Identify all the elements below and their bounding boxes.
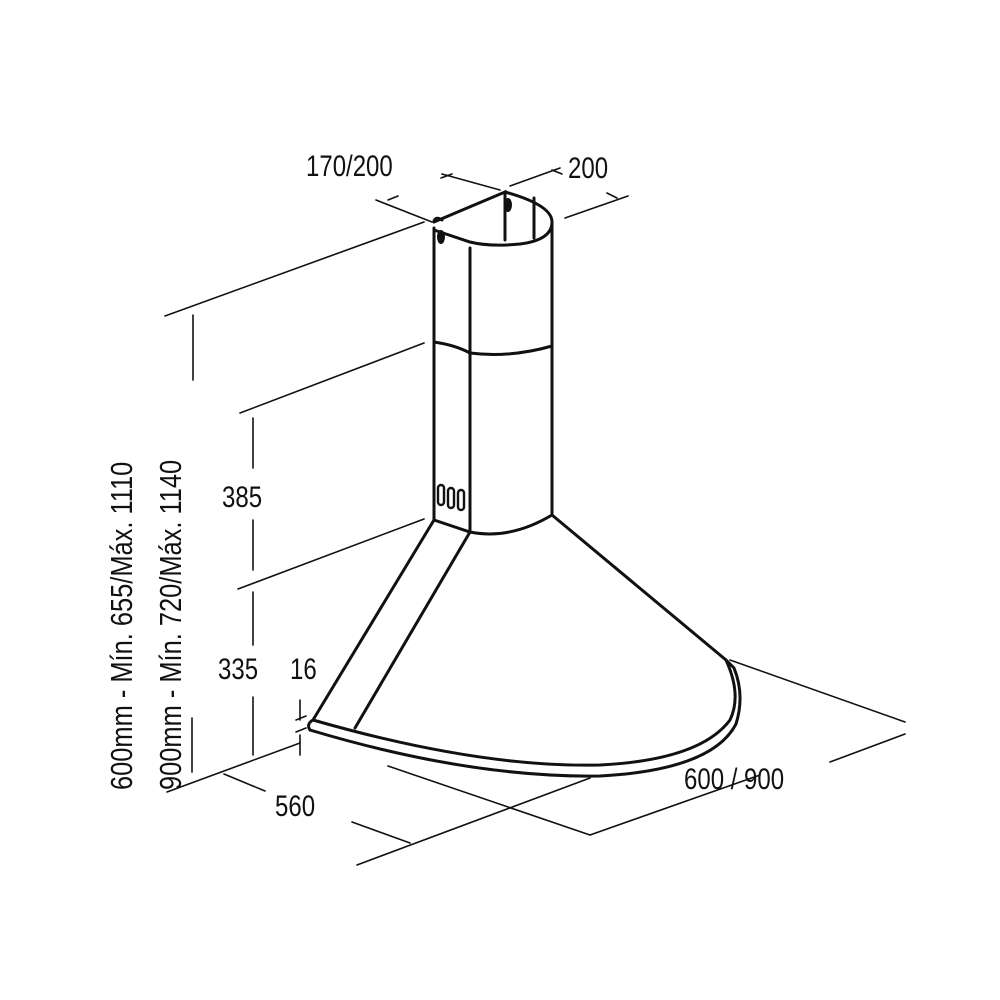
dim-depth: 560 (275, 790, 316, 823)
dim-height-900: 900mm - Mín. 720/Máx. 1140 (153, 459, 188, 790)
dim-rim-thickness: 16 (290, 653, 317, 686)
dim-top-depth: 170/200 (306, 150, 393, 183)
dim-chimney-height: 385 (222, 481, 263, 514)
dimension-lines (164, 167, 906, 866)
dim-width: 600 / 900 (684, 763, 785, 796)
dim-hood-height: 335 (218, 653, 259, 686)
hood-outline (307, 189, 742, 778)
dim-top-width: 200 (568, 152, 609, 185)
dim-height-600: 600mm - Mín. 655/Máx. 1110 (104, 461, 139, 790)
fixing-screw-icon (437, 198, 512, 244)
vent-slots-icon (436, 483, 466, 512)
